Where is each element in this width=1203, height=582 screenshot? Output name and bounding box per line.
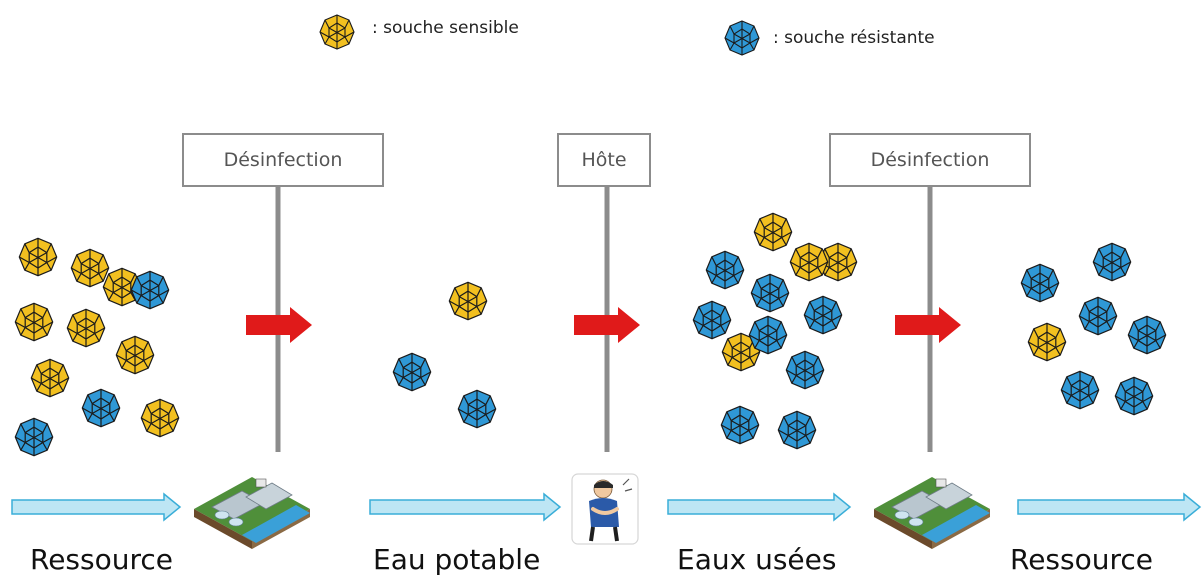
resistant-strain-particle — [705, 250, 745, 290]
stage-label-wastewater: Eaux usées — [677, 543, 837, 576]
resistant-strain-particle — [803, 295, 843, 335]
sensitive-strain-particle — [70, 248, 110, 288]
sensitive-strain-particle — [140, 398, 180, 438]
barrier-box-host: Hôte — [557, 133, 651, 187]
flow-arrow — [11, 492, 182, 522]
flow-arrow — [1017, 492, 1202, 522]
resistant-strain-particle — [1060, 370, 1100, 410]
barrier-box-disinfection-2: Désinfection — [829, 133, 1031, 187]
sensitive-strain-particle — [66, 308, 106, 348]
resistant-strain-particle — [720, 405, 760, 445]
transition-arrow — [246, 307, 312, 343]
resistant-strain-particle — [692, 300, 732, 340]
sensitive-strain-particle — [115, 335, 155, 375]
flow-arrow — [369, 492, 562, 522]
legend-sensitive-label: : souche sensible — [372, 18, 519, 38]
resistant-strain-particle — [785, 350, 825, 390]
resistant-strain-particle — [1127, 315, 1167, 355]
sensitive-strain-particle — [448, 281, 488, 321]
resistant-strain-particle — [457, 389, 497, 429]
resistant-strain-particle — [392, 352, 432, 392]
transition-arrow — [895, 307, 961, 343]
resistant-strain-particle — [1078, 296, 1118, 336]
resistant-strain-particle — [81, 388, 121, 428]
resistant-strain-particle — [1092, 242, 1132, 282]
resistant-strain-particle — [1020, 263, 1060, 303]
resistant-strain-particle — [777, 410, 817, 450]
sensitive-strain-particle — [14, 302, 54, 342]
legend-resistant-label: : souche résistante — [773, 28, 935, 48]
flow-arrow — [667, 492, 852, 522]
sensitive-strain-particle — [753, 212, 793, 252]
resistant-strain-particle — [750, 273, 790, 313]
sick-person-icon — [571, 473, 639, 545]
transition-arrow — [574, 307, 640, 343]
legend-sensitive-icon — [319, 14, 355, 50]
barrier-box-disinfection-1: Désinfection — [182, 133, 384, 187]
resistant-strain-particle — [1114, 376, 1154, 416]
legend-resistant-icon — [724, 20, 760, 56]
stage-label-drinking-water: Eau potable — [373, 543, 541, 576]
sensitive-strain-particle — [18, 237, 58, 277]
sensitive-strain-particle — [789, 242, 829, 282]
resistant-strain-particle — [130, 270, 170, 310]
water-treatment-plant-icon — [874, 477, 990, 549]
stage-label-source: Ressource — [30, 543, 173, 576]
stage-label-source-return: Ressource — [1010, 543, 1153, 576]
resistant-strain-particle — [748, 315, 788, 355]
sensitive-strain-particle — [30, 358, 70, 398]
resistant-strain-particle — [14, 417, 54, 457]
sensitive-strain-particle — [1027, 322, 1067, 362]
water-treatment-plant-icon — [194, 477, 310, 549]
